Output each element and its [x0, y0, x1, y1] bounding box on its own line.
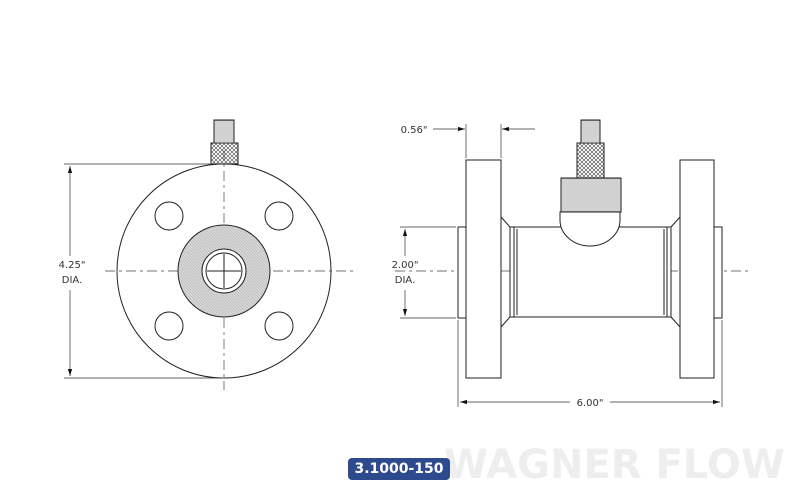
bolt-hole [154, 311, 184, 341]
bolt-hole [264, 311, 294, 341]
bolt-hole [264, 201, 294, 231]
tee-boss [559, 211, 621, 247]
left-flange [465, 159, 502, 379]
bolt-hole [154, 201, 184, 231]
overall-length-dimension: 6.00" [577, 398, 604, 409]
front-view: 4.25" DIA. [59, 119, 355, 390]
flange-thickness-dimension: 0.56" [401, 125, 428, 136]
part-number-badge: 3.1000-150 [348, 458, 450, 480]
bore-dimension: 2.00" [392, 260, 419, 271]
sensor-knurl [576, 142, 605, 179]
diameter-dimension: 4.25" [59, 260, 86, 271]
watermark-text: WAGNER FLOW [444, 442, 785, 488]
boss-thread [560, 177, 622, 213]
diameter-note: DIA. [62, 275, 83, 286]
side-view: 0.56" 2.00" DIA. 6.00" [392, 119, 748, 409]
watermark: WAGNER FLOW [444, 442, 785, 488]
sensor-thread [213, 119, 235, 144]
bore-note: DIA. [395, 275, 416, 286]
sensor-thread [580, 119, 601, 144]
right-flange [679, 159, 715, 379]
sensor-knurl [210, 142, 239, 165]
